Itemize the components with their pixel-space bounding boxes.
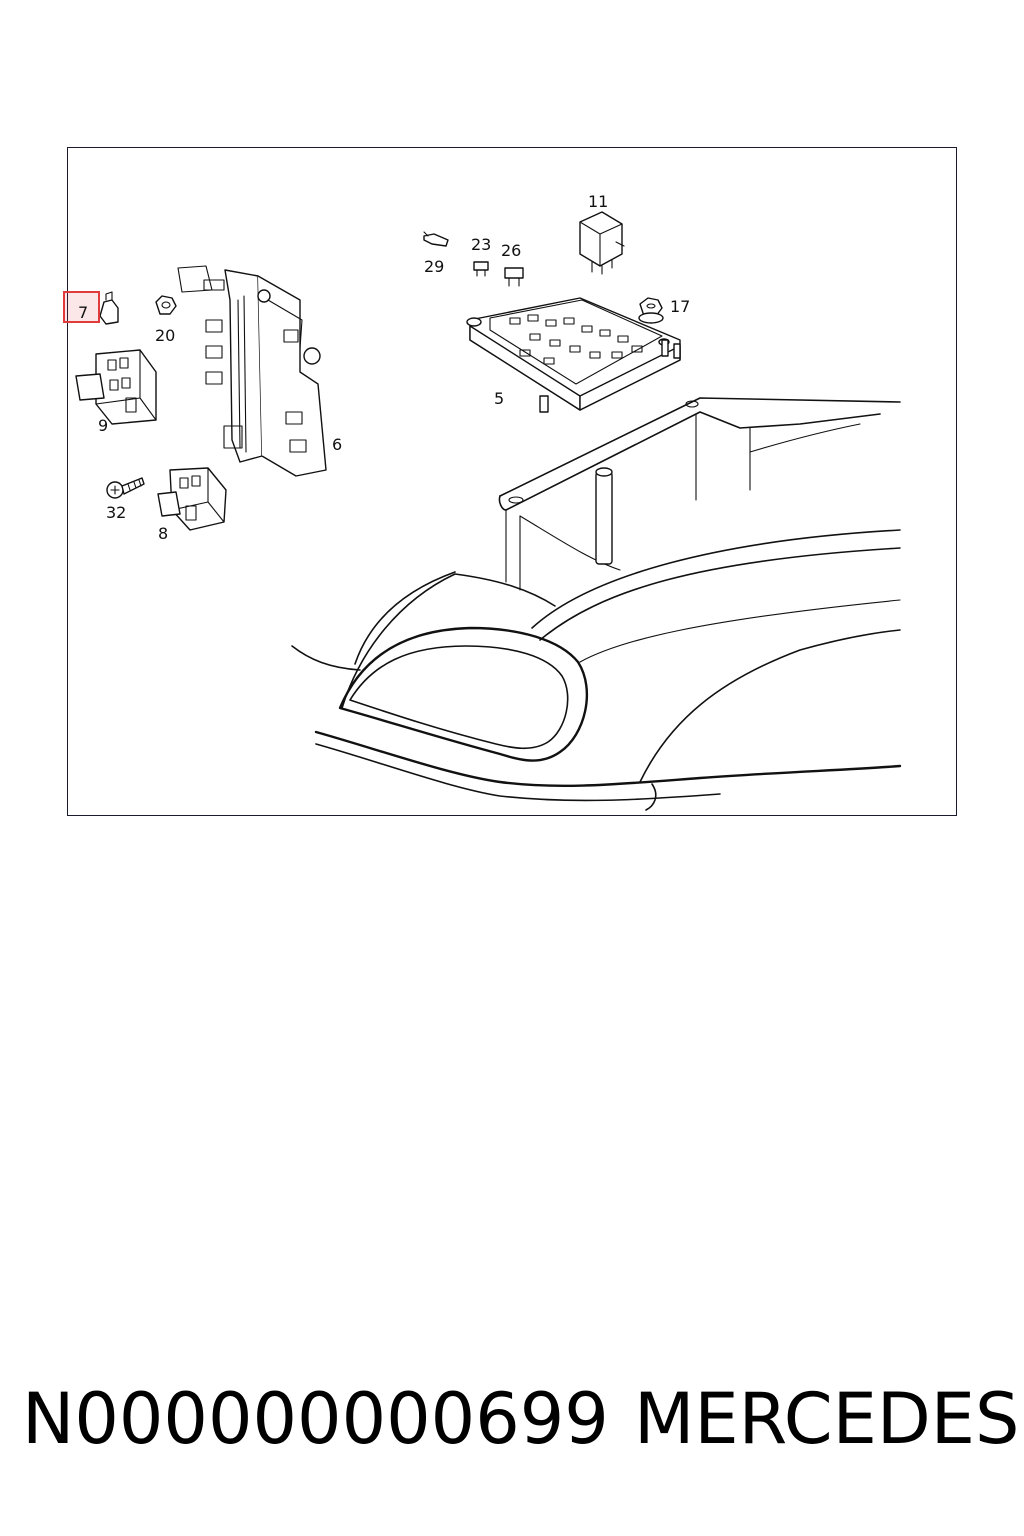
part-6-bracket [177,265,327,477]
callout-5: 5 [494,389,504,408]
part-7-clip [99,291,119,325]
part-29-terminal [423,231,449,247]
part-8-relay-holder [157,467,227,531]
part-23-fuse [473,261,489,277]
callout-29: 29 [424,257,444,276]
callout-7-highlight [63,291,100,323]
part-20-nut [155,295,177,315]
part-26-fuse [504,267,524,287]
callout-9: 9 [98,416,108,435]
brand-name: MERCEDES [634,1378,1020,1460]
part-17-nut [638,297,664,324]
part-code: N000000000699 [22,1378,609,1460]
callout-11: 11 [588,192,608,211]
part-9-relay-holder [75,349,157,425]
callout-26: 26 [501,241,521,260]
callout-8: 8 [158,524,168,543]
callout-20: 20 [155,326,175,345]
vehicle-front-outline [291,529,902,811]
part-5-fuse-relay-box [466,297,681,413]
callout-7: 7 [78,303,88,322]
callout-17: 17 [670,297,690,316]
callout-6: 6 [332,435,342,454]
fusebox-housing [498,397,901,591]
callout-23: 23 [471,235,491,254]
exploded-parts-diagram: 5 6 7 8 9 11 17 20 23 26 29 32 [63,192,902,811]
part-11-relay [579,211,625,275]
callout-32: 32 [106,503,126,522]
part-32-screw [106,477,145,499]
